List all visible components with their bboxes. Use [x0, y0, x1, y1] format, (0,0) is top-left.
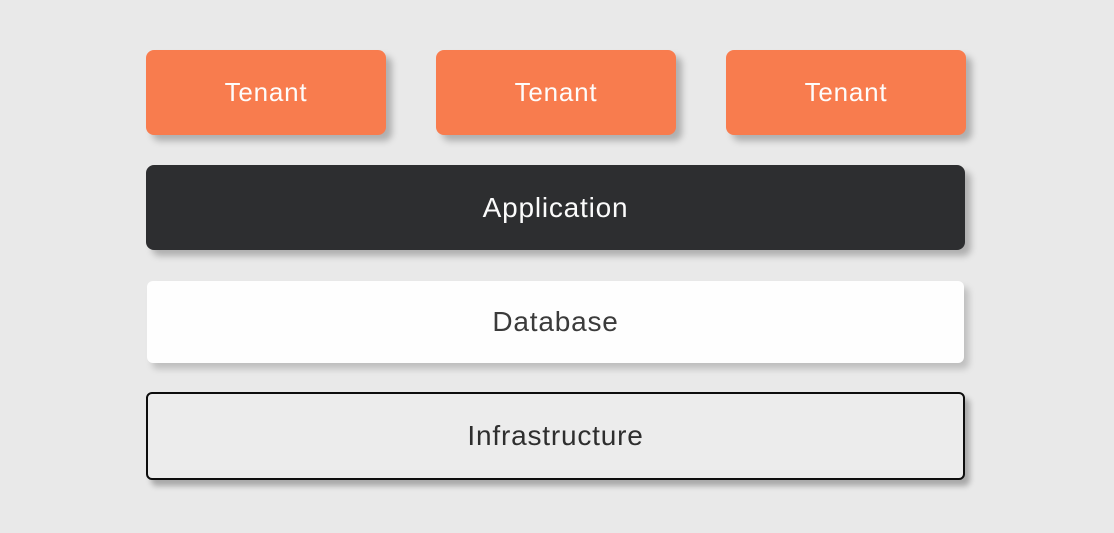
tenant-box-2: Tenant — [436, 50, 676, 135]
tenant-box-1-label: Tenant — [224, 77, 308, 107]
infrastructure-layer-box: Infrastructure — [146, 392, 965, 480]
tenant-box-1: Tenant — [146, 50, 386, 135]
database-layer-label: Database — [492, 306, 619, 337]
tenant-box-3-label: Tenant — [804, 77, 888, 107]
infrastructure-layer-label: Infrastructure — [467, 420, 644, 451]
application-layer-label: Application — [482, 191, 629, 223]
tenant-box-3: Tenant — [726, 50, 966, 135]
application-layer-box: Application — [146, 165, 965, 250]
database-layer-box: Database — [147, 281, 964, 363]
tenant-box-2-label: Tenant — [514, 77, 598, 107]
